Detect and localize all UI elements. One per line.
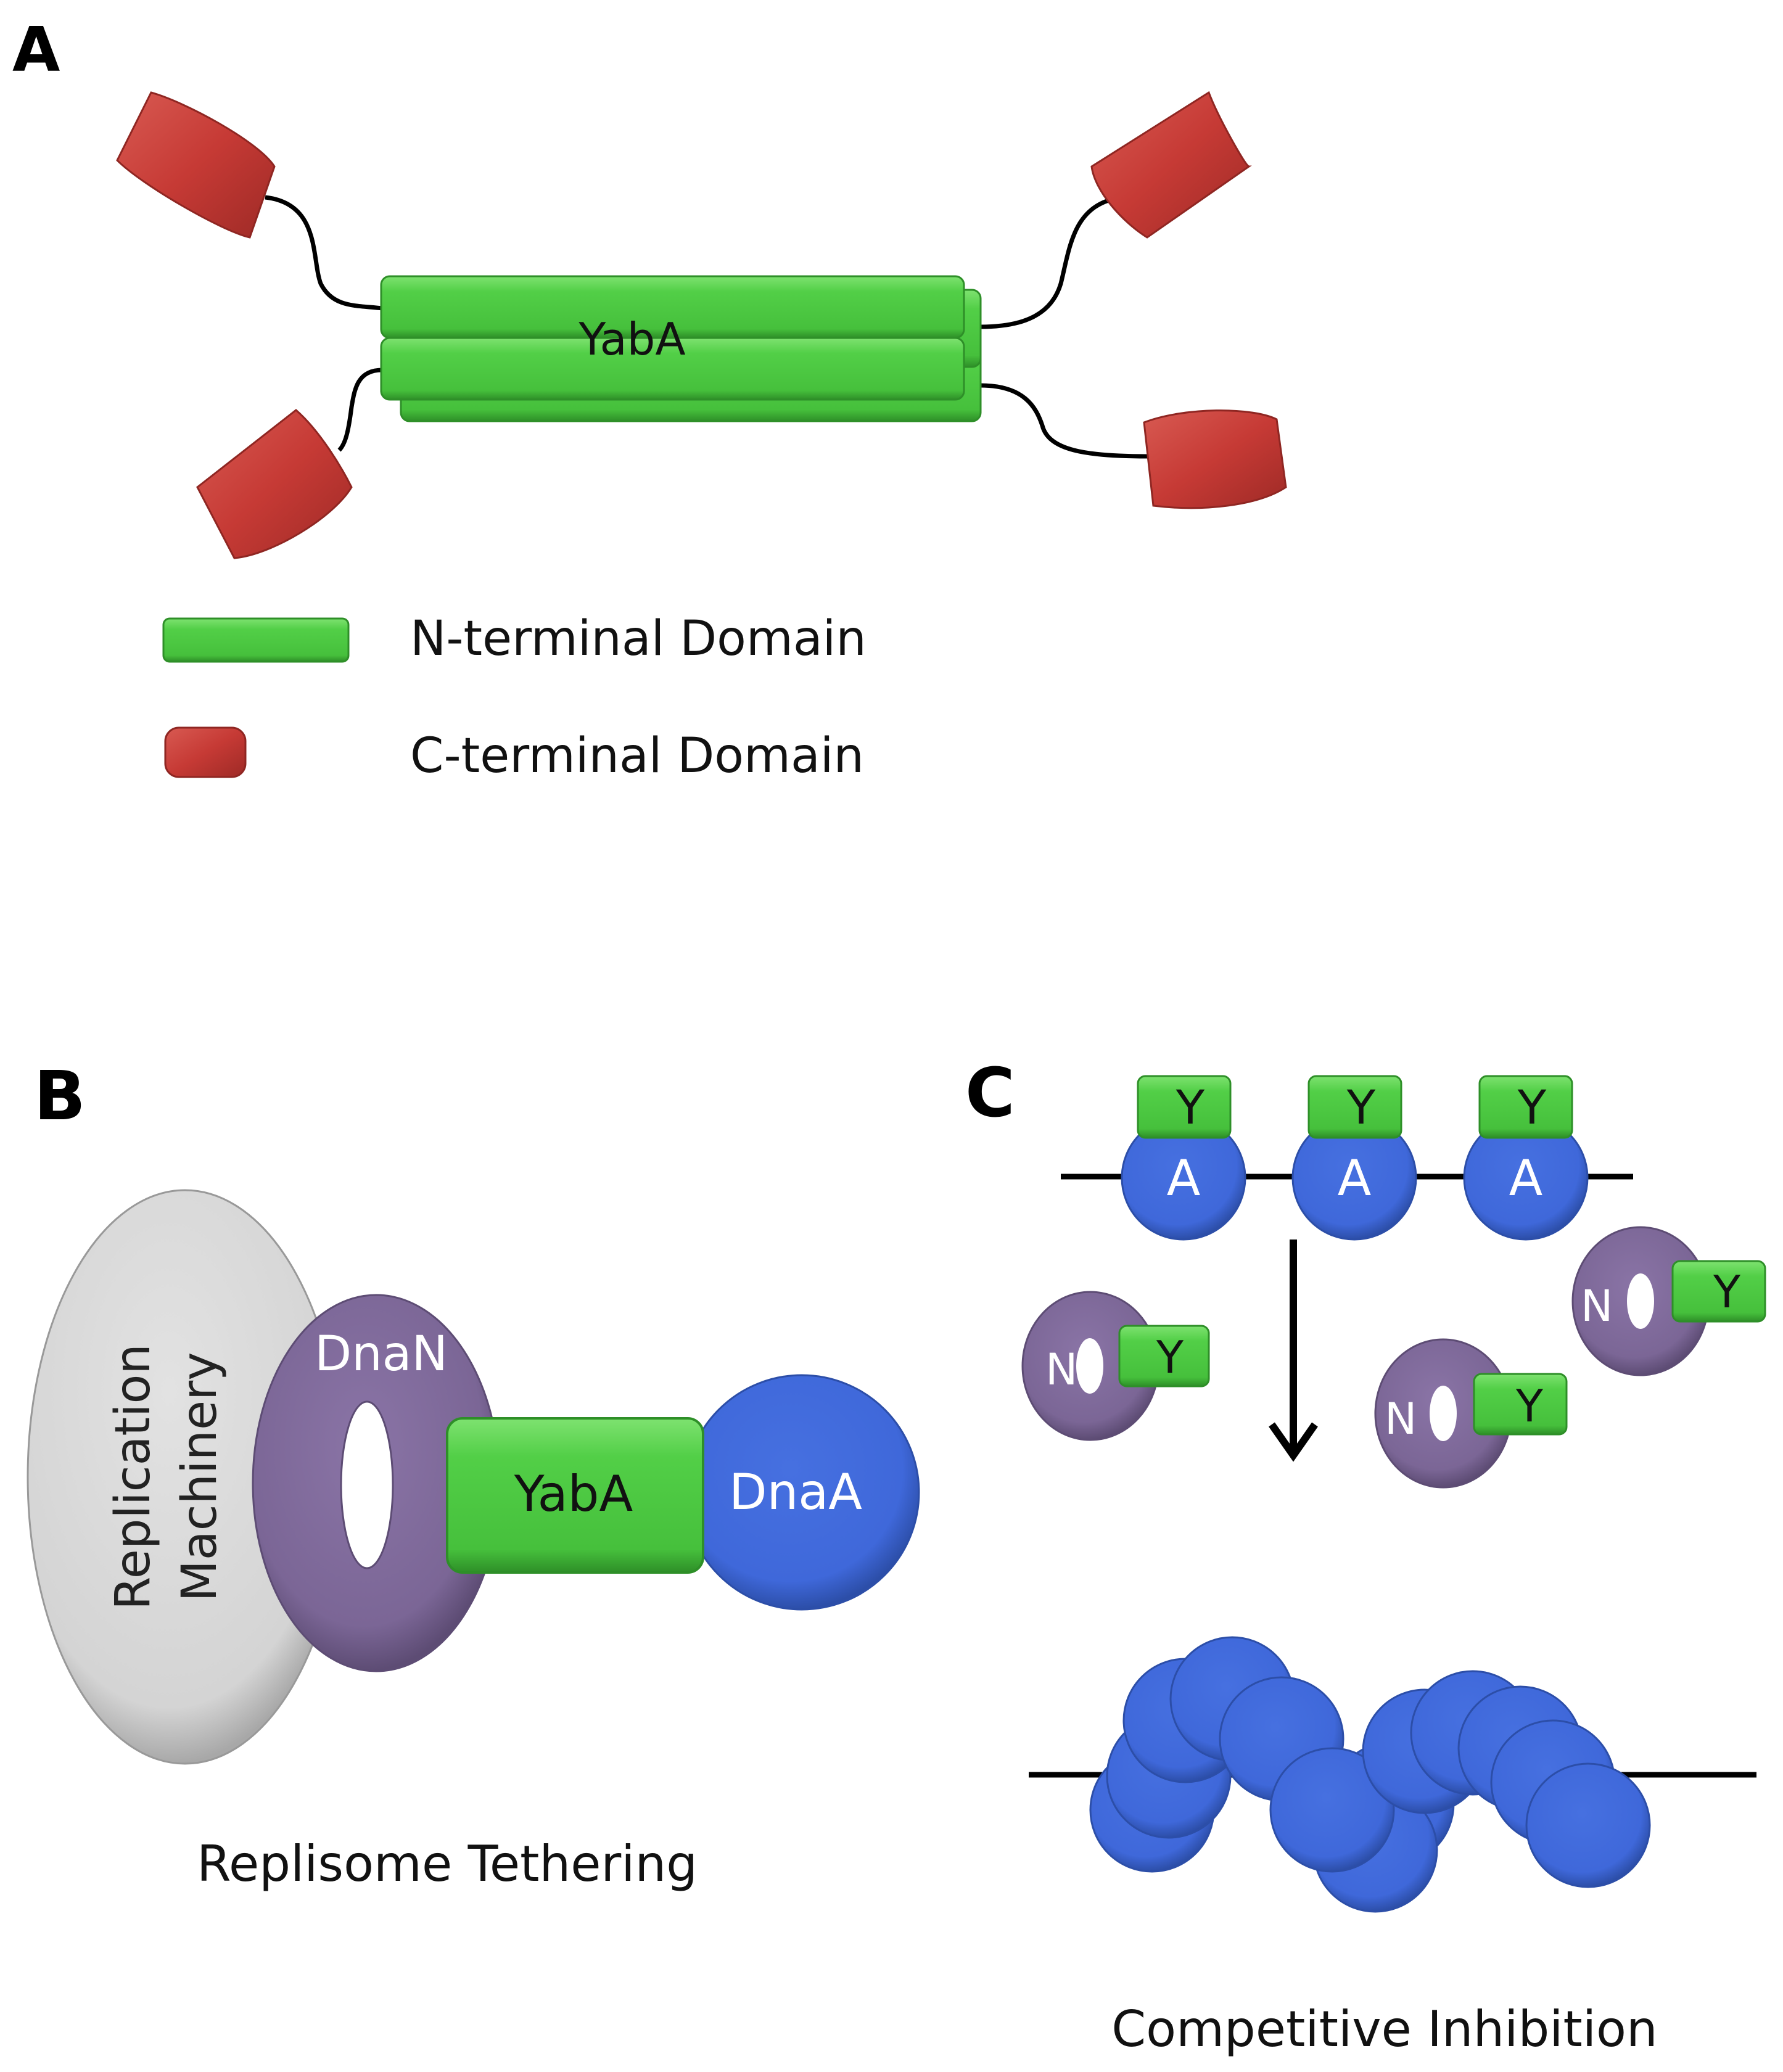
yaba-box xyxy=(446,1417,704,1574)
dnaa-yaba-complex-2: A Y xyxy=(1291,1075,1417,1241)
panel-b: B Replication Machinery DnaN DnaA YabA R… xyxy=(27,1056,920,1893)
dnaa-oligomer-bead xyxy=(1525,1762,1651,1888)
linkers xyxy=(265,195,1148,459)
linker-top-left xyxy=(265,195,383,311)
yaba-tag xyxy=(1307,1075,1402,1139)
yaba-tag xyxy=(1137,1075,1232,1139)
legend: N-terminal Domain C-terminal Domain xyxy=(162,611,867,784)
dnan-label: N xyxy=(1045,1344,1077,1395)
yaba-tag-label: Y xyxy=(1176,1080,1205,1135)
dnan-ring-hole xyxy=(340,1400,394,1569)
yaba-tag xyxy=(1671,1260,1766,1323)
legend-n-terminal-label: N-terminal Domain xyxy=(410,611,867,667)
yaba-label: YabA xyxy=(578,313,685,365)
dnan-yaba-complex-3: N Y xyxy=(1571,1226,1766,1376)
legend-n-terminal-swatch xyxy=(162,617,350,663)
panel-letter-b: B xyxy=(34,1056,86,1135)
yaba-n-terminal-bundle: YabA xyxy=(380,275,982,422)
helix-front-top xyxy=(380,275,965,339)
dnaa-yaba-complex-1: A Y xyxy=(1121,1075,1246,1241)
caption-replisome-tethering: Replisome Tethering xyxy=(197,1835,698,1893)
dnaa-label: DnaA xyxy=(729,1463,862,1521)
c-domain-bottom-right xyxy=(1143,409,1287,509)
dnan-yaba-complex-2: N Y xyxy=(1374,1338,1568,1489)
replication-label-line2: Machinery xyxy=(172,1352,228,1602)
linker-top-right xyxy=(980,195,1123,329)
dnaa-bead-label: A xyxy=(1338,1149,1372,1207)
dnaa-bead-label: A xyxy=(1509,1149,1543,1207)
yaba-tag xyxy=(1473,1373,1568,1436)
dnaa-filament xyxy=(1089,1636,1651,1913)
dnan-label: N xyxy=(1385,1394,1417,1444)
c-terminal-domains xyxy=(116,91,1287,559)
dnaa-bead-label: A xyxy=(1167,1149,1201,1207)
yaba-tag-label: Y xyxy=(1515,1380,1544,1432)
yaba-tag-label: Y xyxy=(1713,1266,1741,1318)
yaba-tag-label: Y xyxy=(1517,1080,1547,1135)
c-domain-top-right xyxy=(1090,91,1252,239)
legend-c-terminal-label: C-terminal Domain xyxy=(410,728,864,784)
panel-a: A YabA N-terminal Domain xyxy=(12,14,1287,784)
c-domain-top-left xyxy=(116,91,276,239)
replication-label-line1: Replication xyxy=(105,1344,161,1610)
linker-bottom-left xyxy=(337,368,383,452)
down-arrow-icon xyxy=(1269,1240,1318,1462)
dnan-ring-hole xyxy=(1076,1338,1103,1394)
yaba-tag xyxy=(1478,1075,1573,1139)
dnaa-yaba-complex-3: A Y xyxy=(1463,1075,1589,1241)
caption-competitive-inhibition: Competitive Inhibition xyxy=(1111,2000,1657,2058)
dnan-ring-hole xyxy=(1627,1273,1654,1329)
panel-letter-c: C xyxy=(965,1053,1015,1132)
linker-bottom-right xyxy=(980,383,1148,459)
yaba-tag xyxy=(1118,1325,1210,1388)
legend-c-terminal-swatch xyxy=(164,726,247,778)
dnan-yaba-complex-1: N Y xyxy=(1021,1291,1210,1441)
dnan-label: DnaN xyxy=(315,1326,448,1382)
yaba-tag-label: Y xyxy=(1346,1080,1376,1135)
dnaa-oligomer-bead xyxy=(1269,1747,1395,1873)
yaba-tag-label: Y xyxy=(1156,1331,1184,1383)
panel-letter-a: A xyxy=(12,14,60,86)
panel-c: C A Y A Y A Y N xyxy=(965,1053,1766,2058)
yaba-box-label: YabA xyxy=(514,1465,633,1523)
dnan-label: N xyxy=(1581,1281,1613,1331)
c-domain-bottom-left xyxy=(196,409,353,559)
dnan-ring-hole xyxy=(1430,1386,1457,1441)
